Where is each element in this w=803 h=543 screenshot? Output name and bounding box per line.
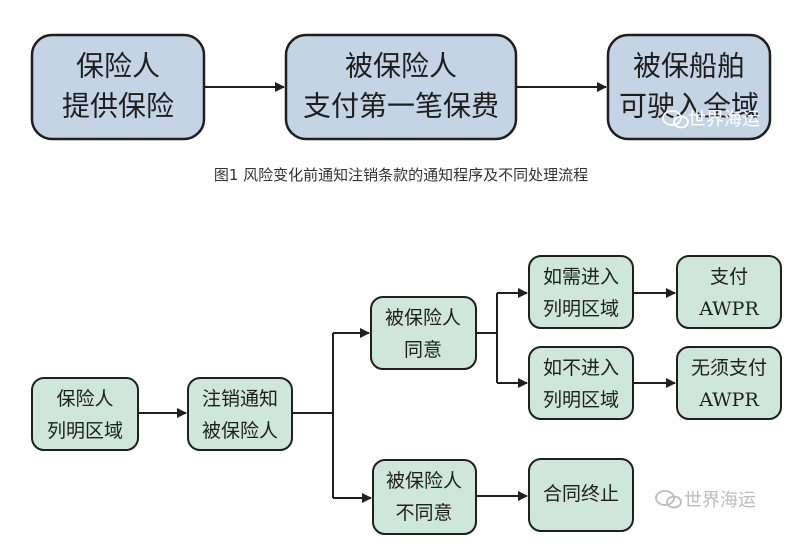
node-insurer-provides-line2: 提供保险 bbox=[62, 90, 174, 123]
node-insured-agrees: 被保险人 同意 bbox=[370, 296, 477, 370]
node-enter-listed-area-line1: 如需进入 bbox=[543, 266, 619, 288]
node-enter-listed-area-line2: 列明区域 bbox=[543, 298, 619, 320]
node-no-pay-awpr-line2: AWPR bbox=[698, 389, 759, 411]
node-insured-disagrees-line2: 不同意 bbox=[395, 502, 452, 524]
watermark-bottom-text: 世界海运 bbox=[684, 490, 756, 511]
node-insured-disagrees: 被保险人 不同意 bbox=[372, 459, 477, 535]
node-insurer-listed-area-line2: 列明区域 bbox=[47, 420, 123, 442]
node-no-pay-awpr-line1: 无须支付 bbox=[691, 357, 767, 379]
figure-1: 保险人 提供保险 被保险人 支付第一笔保费 被保船舶 可驶入全域 世界海运 图1… bbox=[30, 33, 772, 184]
node-not-enter-listed-area-line1: 如不进入 bbox=[543, 357, 619, 379]
wechat-icon bbox=[655, 490, 682, 509]
node-contract-terminated-line1: 合同终止 bbox=[543, 483, 619, 505]
node-insured-disagrees-line1: 被保险人 bbox=[386, 470, 462, 492]
node-vessel-worldwide: 被保船舶 可驶入全域 bbox=[606, 33, 772, 141]
watermark-top-text: 世界海运 bbox=[688, 109, 760, 130]
figure-2: 保险人 列明区域 注销通知 被保险人 被保险人 同意 被保险人 不同意 如需进入… bbox=[31, 255, 782, 535]
node-insurer-provides: 保险人 提供保险 bbox=[30, 33, 206, 141]
node-insured-pays: 被保险人 支付第一笔保费 bbox=[284, 33, 518, 141]
figure-1-caption: 图1 风险变化前通知注销条款的通知程序及不同处理流程 bbox=[214, 166, 588, 184]
node-cancel-notice: 注销通知 被保险人 bbox=[187, 377, 293, 451]
node-cancel-notice-line2: 被保险人 bbox=[202, 420, 278, 442]
node-insured-pays-line1: 被保险人 bbox=[345, 50, 457, 83]
node-pay-awpr-line2: AWPR bbox=[698, 298, 759, 320]
node-no-pay-awpr: 无须支付 AWPR bbox=[676, 346, 782, 420]
node-vessel-worldwide-line1: 被保船舶 bbox=[633, 50, 745, 83]
node-not-enter-listed-area-line2: 列明区域 bbox=[543, 389, 619, 411]
node-contract-terminated: 合同终止 bbox=[528, 458, 634, 532]
node-vessel-worldwide-line2: 可驶入全域 bbox=[619, 90, 759, 123]
node-pay-awpr-line1: 支付 bbox=[710, 266, 748, 288]
node-insurer-provides-line1: 保险人 bbox=[76, 50, 160, 83]
watermark-bottom: 世界海运 bbox=[655, 490, 756, 511]
node-cancel-notice-line1: 注销通知 bbox=[202, 388, 278, 410]
node-insurer-listed-area-line1: 保险人 bbox=[56, 388, 113, 410]
node-insured-agrees-line2: 同意 bbox=[404, 339, 442, 361]
node-insured-agrees-line1: 被保险人 bbox=[385, 307, 461, 329]
node-enter-listed-area: 如需进入 列明区域 bbox=[528, 255, 634, 329]
wechat-icon bbox=[662, 110, 689, 129]
node-insured-pays-line2: 支付第一笔保费 bbox=[303, 90, 499, 123]
node-not-enter-listed-area: 如不进入 列明区域 bbox=[528, 346, 634, 420]
watermark-top: 世界海运 bbox=[662, 109, 760, 130]
node-insurer-listed-area: 保险人 列明区域 bbox=[31, 377, 139, 451]
node-pay-awpr: 支付 AWPR bbox=[676, 255, 782, 329]
